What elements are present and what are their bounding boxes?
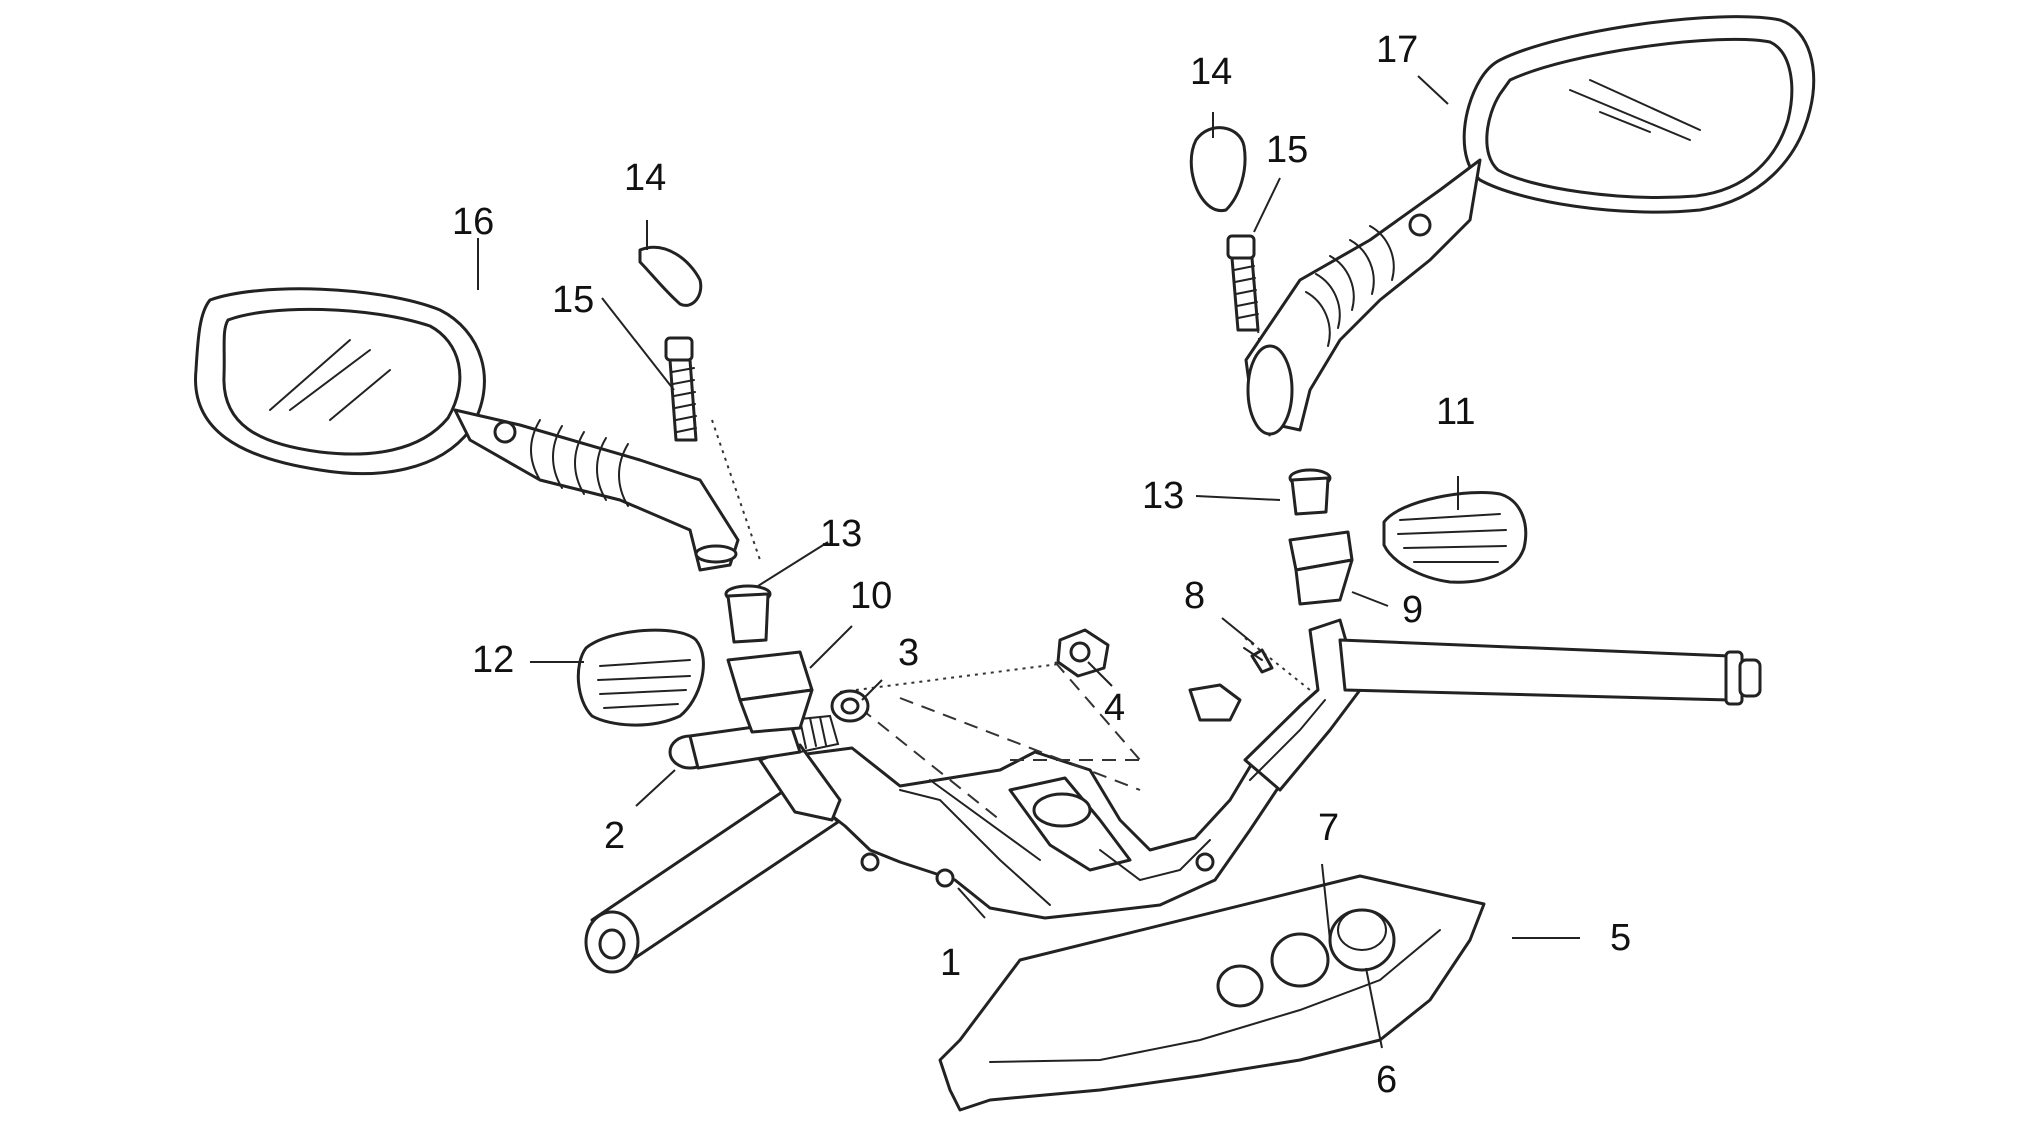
- label-2: 2: [604, 815, 625, 857]
- label-11: 11: [1436, 391, 1475, 433]
- screw-15-right: [1226, 234, 1260, 332]
- label-16: 16: [452, 201, 494, 243]
- nut-4: [1056, 628, 1110, 678]
- button-small: [1216, 964, 1264, 1008]
- pad-11: [1382, 490, 1528, 584]
- label-17: 17: [1376, 29, 1418, 71]
- label-15-right: 15: [1266, 129, 1308, 171]
- leader-lines: [477, 75, 1580, 1049]
- bolt-2: [668, 714, 840, 770]
- label-14-left: 14: [624, 157, 666, 199]
- label-13-left: 13: [820, 513, 862, 555]
- label-3: 3: [898, 632, 919, 674]
- label-8: 8: [1184, 575, 1205, 617]
- bushing-13-right: [1288, 468, 1332, 516]
- label-7: 7: [1318, 807, 1339, 849]
- washer-3: [830, 689, 870, 723]
- label-9: 9: [1402, 589, 1423, 631]
- pad-12: [576, 628, 705, 727]
- label-4: 4: [1104, 687, 1125, 729]
- handlebar: [584, 618, 1762, 974]
- label-15-left: 15: [552, 279, 594, 321]
- mirror-right-17: [1244, 15, 1816, 436]
- label-5: 5: [1610, 917, 1631, 959]
- label-10: 10: [850, 575, 892, 617]
- label-13-right: 13: [1142, 475, 1184, 517]
- mount-block-10: [726, 650, 814, 734]
- cap-14-left: [638, 245, 703, 307]
- mount-block-9: [1288, 530, 1354, 606]
- label-1: 1: [940, 942, 961, 984]
- label-6: 6: [1376, 1059, 1397, 1101]
- callouts: 1 2 3 4 5 6 7 8 9 10 11 12 13 13 14 14 1…: [452, 29, 1631, 1101]
- mirror-left-16: [194, 287, 740, 572]
- cap-14-right: [1189, 126, 1247, 212]
- label-14-right: 14: [1190, 51, 1232, 93]
- button-6: [1328, 908, 1396, 972]
- screw-8: [1243, 647, 1274, 674]
- button-7: [1270, 932, 1330, 988]
- screw-15-left: [664, 336, 698, 442]
- label-12: 12: [472, 639, 514, 681]
- bushing-13-left: [724, 584, 772, 644]
